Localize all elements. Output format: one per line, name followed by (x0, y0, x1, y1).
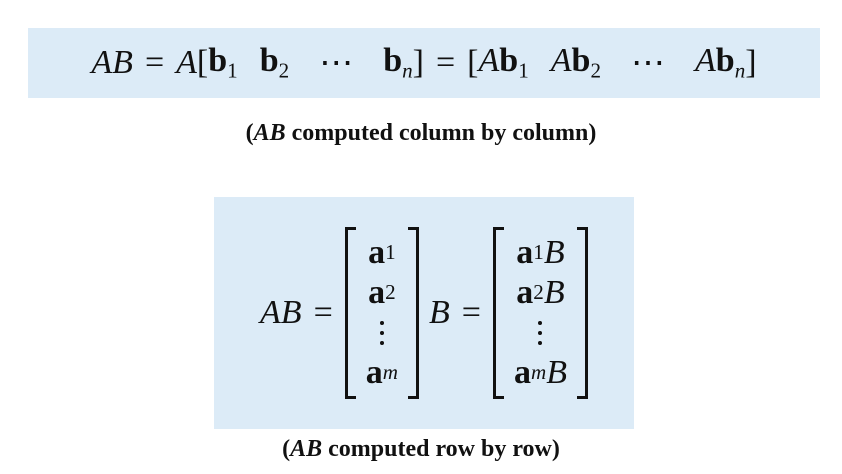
matrix-left-bracket-2 (492, 227, 504, 399)
column-equation: AB = A [ b1 b2 ⋯ bn ] = [ Ab1 Ab2 ⋯ Abn … (91, 42, 756, 84)
horizontal-dots: ⋯ (319, 44, 354, 82)
equals-sign-2: = (435, 43, 456, 81)
product-Abn: Abn (695, 42, 746, 83)
horizontal-dots-2: ⋯ (631, 44, 665, 82)
column-b1: b1 (208, 42, 238, 83)
matrix-A: A (176, 43, 197, 81)
equals-sign: = (313, 294, 333, 331)
matrix-left-bracket (344, 227, 356, 399)
equals-sign: = (144, 43, 165, 81)
column-equation-box: AB = A [ b1 b2 ⋯ bn ] = [ Ab1 Ab2 ⋯ Abn … (28, 28, 820, 98)
lhs-AB: AB (260, 294, 302, 331)
matrix-B: B (428, 294, 450, 331)
column-b2: b2 (259, 42, 290, 83)
vertical-dots (379, 313, 384, 353)
lhs-AB: AB (91, 43, 133, 81)
right-bracket-2: ] (745, 43, 757, 81)
right-bracket: ] (412, 43, 424, 81)
row-caption: (AB computed row by row) (282, 436, 560, 462)
product-Ab2: Ab2 (550, 42, 601, 83)
matrix-right-bracket (407, 227, 419, 399)
matrix-right-bracket-2 (576, 227, 588, 399)
column-bn: bn (383, 42, 413, 83)
left-bracket-2: [ (467, 43, 479, 81)
column-caption: (AB computed column by column) (245, 120, 597, 146)
equals-sign-2: = (461, 294, 481, 331)
product-Ab1: Ab1 (478, 42, 529, 83)
left-bracket: [ (196, 43, 209, 81)
vertical-dots-2 (538, 313, 543, 353)
